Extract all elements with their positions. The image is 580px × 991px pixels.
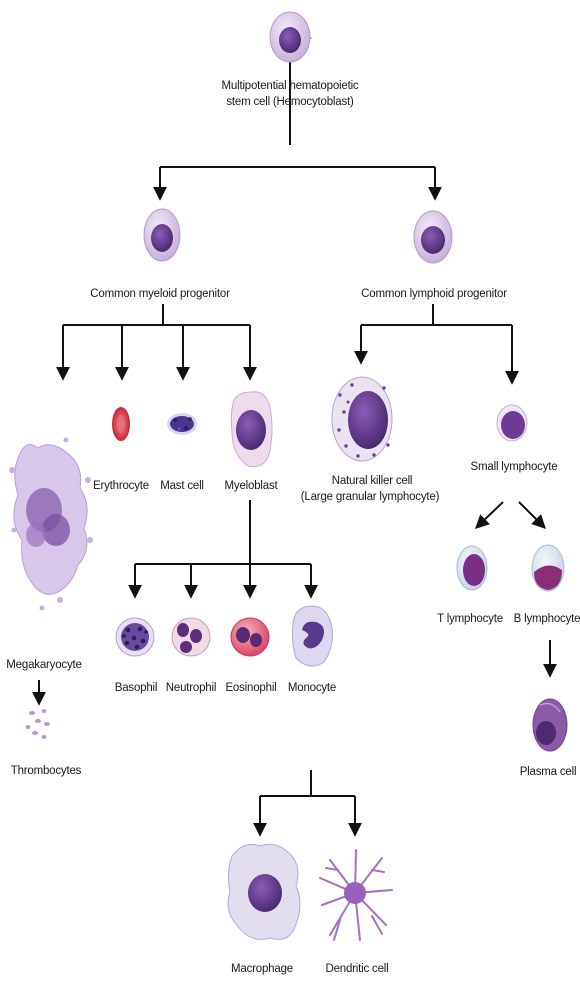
stem-cell	[270, 12, 310, 62]
dendritic-cell-label: Dendritic cell	[325, 962, 388, 977]
small-lymphocyte-label: Small lymphocyte	[471, 460, 558, 475]
lymphoid-progenitor-label: Common lymphoid progenitor	[361, 287, 507, 302]
plasma-cell-label: Plasma cell	[520, 765, 577, 780]
nk-cell-label-line1: Natural killer cell	[332, 474, 413, 489]
eosinophil-cell	[231, 618, 269, 656]
b-lymphocyte-label: B lymphocyte	[514, 612, 580, 627]
macrophage-label: Macrophage	[231, 962, 293, 977]
arrow-to-b-lymphocyte	[519, 502, 544, 527]
erythrocyte-label: Erythrocyte	[93, 479, 149, 494]
basophil-label: Basophil	[115, 681, 158, 696]
thrombocytes-label: Thrombocytes	[11, 764, 81, 779]
eosinophil-label: Eosinophil	[225, 681, 276, 696]
basophil-cell	[116, 618, 154, 656]
t-lymphocyte-label: T lymphocyte	[437, 612, 503, 627]
monocyte-cell	[292, 606, 332, 666]
megakaryocyte-label: Megakaryocyte	[6, 658, 81, 673]
myeloblast-cell	[231, 392, 272, 467]
nk-cell-cell	[332, 377, 392, 461]
myeloblast-label: Myeloblast	[225, 479, 278, 494]
thrombocytes-cells	[26, 709, 51, 739]
arrow-to-t-lymphocyte	[477, 502, 503, 527]
myeloid-progenitor-label: Common myeloid progenitor	[90, 287, 229, 302]
mast-cell-cell	[167, 413, 197, 435]
macrophage-cell	[228, 844, 300, 939]
megakaryocyte-cell	[9, 438, 93, 611]
stem-cell-label-line2: stem cell (Hemocytoblast)	[226, 95, 353, 110]
plasma-cell-cell	[533, 699, 567, 751]
mast-cell-label: Mast cell	[160, 479, 204, 494]
lymphoid-progenitor-cell	[414, 211, 452, 263]
neutrophil-cell	[172, 618, 210, 656]
nk-cell-label-line2: (Large granular lymphocyte)	[301, 490, 439, 505]
t-lymphocyte-cell	[457, 546, 487, 590]
b-lymphocyte-cell	[532, 545, 564, 591]
erythrocyte-cell	[112, 407, 130, 441]
stem-cell-label-line1: Multipotential hematopoietic	[222, 79, 359, 94]
small-lymphocyte-cell	[497, 405, 527, 441]
myeloid-progenitor-cell	[144, 209, 180, 261]
dendritic-cell-cell	[320, 850, 392, 940]
monocyte-label: Monocyte	[288, 681, 336, 696]
neutrophil-label: Neutrophil	[166, 681, 216, 696]
